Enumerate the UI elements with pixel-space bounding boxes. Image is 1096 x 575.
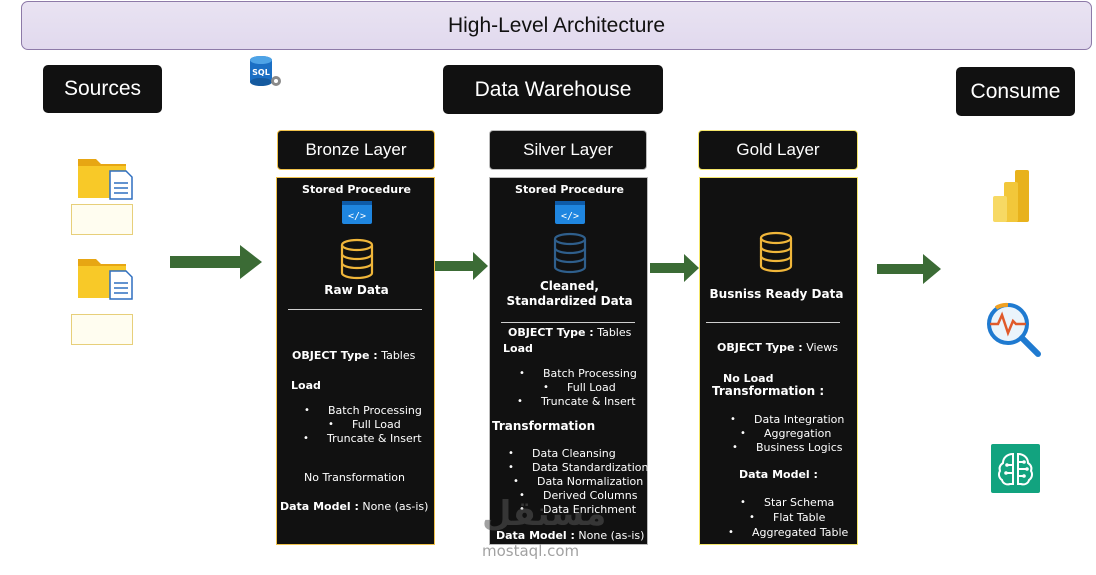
bronze-layer-title: Bronze Layer [277, 130, 435, 170]
gold-layer-panel: Busniss Ready Data OBJECT Type : Views N… [699, 177, 858, 545]
svg-text:SQL: SQL [252, 68, 270, 77]
object-type-label: OBJECT Type : [508, 326, 594, 339]
list-item: Batch Processing [519, 367, 637, 380]
data-model-value: None (as-is) [578, 529, 645, 542]
arrow-gold-to-consume [877, 254, 941, 284]
data-model-label: Data Model : [280, 500, 359, 513]
database-icon [340, 238, 374, 280]
list-item: Data Enrichment [519, 503, 636, 516]
list-item: Full Load [543, 381, 616, 394]
silver-stored-procedure: Stored Procedure [515, 183, 624, 196]
code-icon: </> [342, 201, 372, 224]
analytics-search-icon [987, 302, 1041, 357]
consume-header: Consume [956, 67, 1075, 116]
list-item: Aggregation [740, 427, 831, 440]
gold-caption: Busniss Ready Data [709, 287, 844, 301]
object-type-value: Tables [381, 349, 416, 362]
silver-title-text: Silver Layer [523, 140, 613, 159]
watermark-latin: mostaql.com [482, 542, 580, 560]
list-item: Star Schema [740, 496, 834, 509]
list-item: Truncate & Insert [303, 432, 421, 445]
database-icon [553, 232, 587, 274]
gold-transformation-label: Transformation : [712, 384, 825, 398]
source-label-box-2 [71, 314, 133, 345]
sources-label: Sources [63, 77, 142, 100]
arrow-sources-to-bronze [170, 245, 262, 279]
bronze-layer-panel: Stored Procedure </> Raw Data OBJECT Typ… [276, 177, 435, 545]
object-type-label: OBJECT Type : [717, 341, 803, 354]
svg-text:</>: </> [561, 211, 579, 222]
warehouse-label: Data Warehouse [474, 77, 632, 101]
list-item: Data Integration [730, 413, 844, 426]
list-item: Truncate & Insert [517, 395, 635, 408]
silver-caption-line1: Cleaned, [540, 279, 599, 293]
title-banner: High-Level Architecture [21, 1, 1092, 50]
source-label-box-1 [71, 204, 133, 235]
object-type-label: OBJECT Type : [292, 349, 378, 362]
code-icon: </> [555, 201, 585, 224]
gold-divider [706, 322, 840, 323]
silver-divider [501, 322, 635, 323]
list-item: Data Cleansing [508, 447, 616, 460]
silver-transformation-label: Transformation [492, 419, 596, 433]
arrow-bronze-to-silver [435, 252, 488, 280]
watermark-arabic: مستقل [482, 494, 607, 534]
sql-database-icon: SQL [250, 56, 281, 86]
bronze-caption: Raw Data [324, 283, 389, 297]
bronze-transformation: No Transformation [304, 471, 405, 484]
consume-label: Consume [970, 79, 1061, 103]
silver-layer-title: Silver Layer [489, 130, 647, 170]
object-type-value: Views [806, 341, 839, 354]
list-item: Business Logics [732, 441, 842, 454]
sources-header: Sources [43, 65, 162, 113]
ai-brain-icon [991, 444, 1040, 493]
warehouse-header: Data Warehouse [443, 65, 663, 114]
svg-text:</>: </> [348, 211, 366, 222]
list-item: Flat Table [749, 511, 826, 524]
source-folder-icon-1 [78, 159, 133, 200]
gold-data-model-label: Data Model : [739, 468, 818, 481]
gold-layer-title: Gold Layer [698, 130, 858, 170]
list-item: Derived Columns [519, 489, 638, 502]
power-bi-icon [993, 170, 1029, 222]
source-folder-icon-2 [78, 259, 133, 300]
bronze-divider [288, 309, 422, 310]
bronze-stored-procedure: Stored Procedure [302, 183, 411, 196]
list-item: Batch Processing [304, 404, 422, 417]
database-icon [759, 231, 793, 273]
list-item: Data Standardization [508, 461, 649, 474]
list-item: Data Normalization [513, 475, 643, 488]
arrow-silver-to-gold [650, 254, 699, 282]
silver-layer-panel: Stored Procedure </> Cleaned, Standardiz… [489, 177, 648, 545]
bronze-load-label: Load [291, 379, 321, 392]
data-model-value: None (as-is) [362, 500, 429, 513]
silver-caption-line2: Standardized Data [506, 294, 633, 308]
list-item: Aggregated Table [728, 526, 848, 539]
gold-no-load: No Load [723, 372, 774, 385]
list-item: Full Load [328, 418, 401, 431]
diagram-title: High-Level Architecture [447, 13, 666, 37]
silver-load-label: Load [503, 342, 533, 355]
bronze-object-type: OBJECT Type : Tables [292, 349, 415, 362]
bronze-data-model: Data Model : None (as-is) [280, 500, 428, 513]
silver-object-type: OBJECT Type : Tables [508, 326, 631, 339]
bronze-title-text: Bronze Layer [305, 140, 407, 159]
data-model-label: Data Model : [496, 529, 575, 542]
object-type-value: Tables [597, 326, 632, 339]
silver-data-model: Data Model : None (as-is) [496, 529, 644, 542]
gold-title-text: Gold Layer [736, 140, 820, 159]
gold-object-type: OBJECT Type : Views [717, 341, 838, 354]
